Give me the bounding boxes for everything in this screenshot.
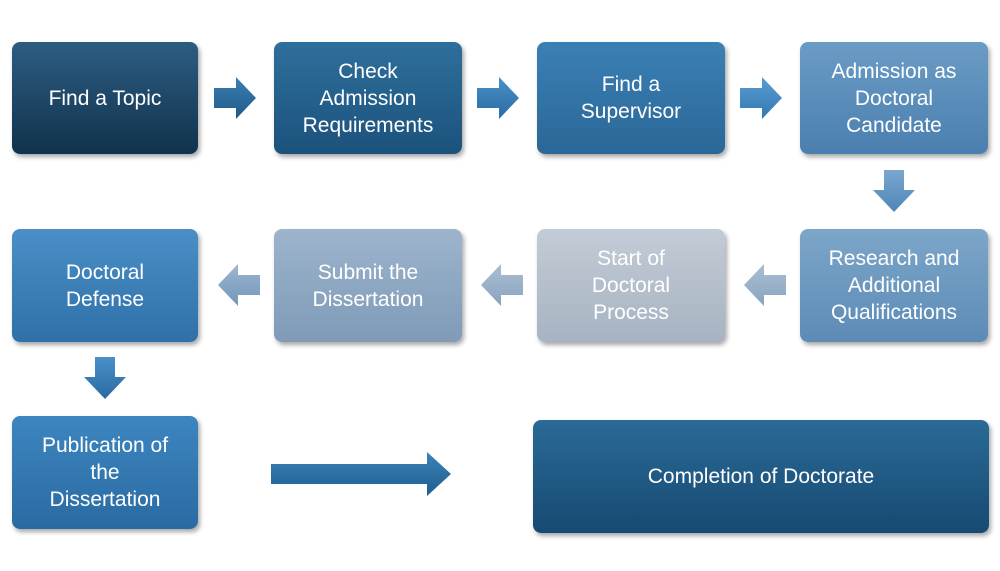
arrow-left-icon — [218, 264, 260, 306]
arrow-down-icon — [84, 357, 126, 399]
step-label: Research and Additional Qualifications — [828, 247, 960, 324]
arrow-right-icon — [477, 77, 519, 119]
step-completion-of-doctorate: Completion of Doctorate — [533, 420, 989, 533]
step-research-and-additional-qualifications: Research and Additional Qualifications — [800, 229, 988, 342]
step-check-admission-requirements: Check Admission Requirements — [274, 42, 462, 154]
arrow-left-icon — [481, 264, 523, 306]
step-label: Submit the Dissertation — [312, 260, 424, 311]
step-submit-the-dissertation: Submit the Dissertation — [274, 229, 462, 342]
step-publication-of-the-dissertation: Publication of the Dissertation — [12, 416, 198, 529]
step-label: Start of Doctoral Process — [591, 247, 671, 324]
step-start-of-doctoral-process: Start of Doctoral Process — [537, 229, 725, 342]
arrow-down-icon — [873, 170, 915, 212]
step-label: Completion of Doctorate — [647, 465, 875, 488]
step-label: Find a Topic — [48, 86, 162, 110]
arrow-right-icon — [740, 77, 782, 119]
step-find-a-supervisor: Find a Supervisor — [537, 42, 725, 154]
step-admission-as-doctoral-candidate: Admission as Doctoral Candidate — [800, 42, 988, 154]
step-label: Find a Supervisor — [580, 73, 682, 123]
step-label: Admission as Doctoral Candidate — [831, 59, 957, 137]
arrow-left-icon — [744, 264, 786, 306]
step-label: Publication of the Dissertation — [41, 434, 169, 511]
long-arrow-right-icon — [271, 450, 451, 498]
arrow-right-icon — [214, 77, 256, 119]
step-label: Check Admission Requirements — [302, 59, 434, 137]
step-find-a-topic: Find a Topic — [12, 42, 198, 154]
step-label: Doctoral Defense — [65, 260, 145, 311]
step-doctoral-defense: Doctoral Defense — [12, 229, 198, 342]
